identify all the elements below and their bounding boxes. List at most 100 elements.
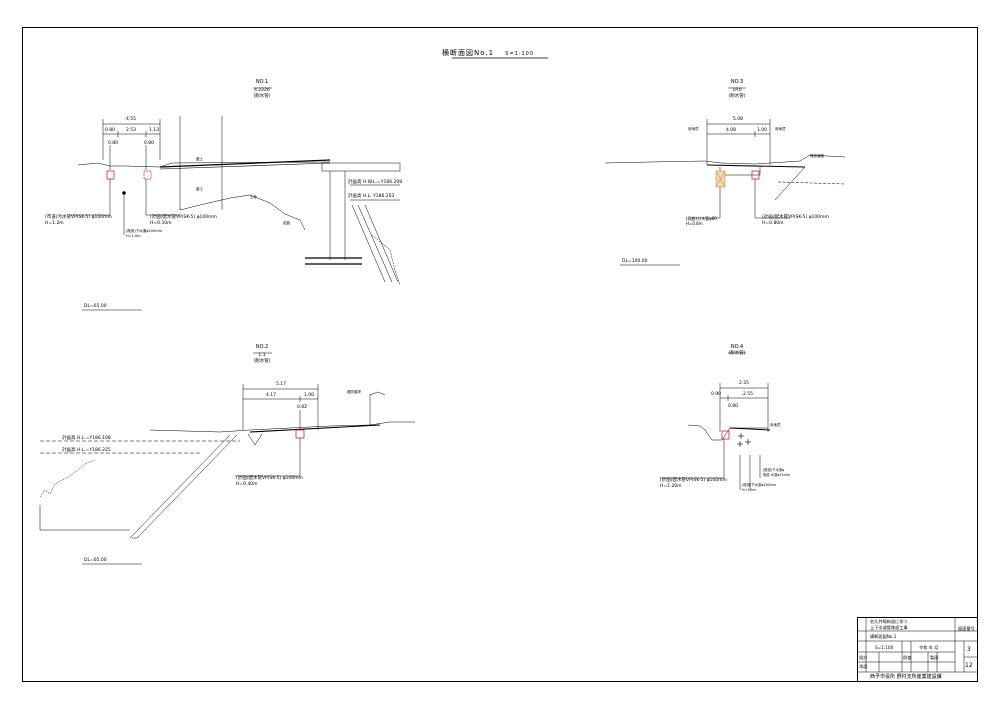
drawing-frame [22, 27, 978, 682]
no4-dim-right-label: 2.55 [742, 392, 754, 397]
no1-existing-pipe-label: (市道)汚水管VP(SK-5) φ100mm [45, 215, 112, 220]
section-no1 [70, 87, 401, 311]
no3-station: 1P.0 [732, 88, 742, 93]
no4-leader-pipe [660, 439, 725, 479]
no2-pipe-label: (計画)配水管VP(SK-5) φ100mm [236, 476, 303, 481]
no1-brace-1 [351, 204, 386, 283]
no1-dim-total-label: 4.55 [125, 117, 137, 122]
drawing-scale: S=1:100 [505, 51, 535, 57]
no2-riverbank [39, 459, 96, 498]
no2-dim-left-label: 4.17 [265, 393, 277, 398]
no3-right-far: 既設道路 [810, 154, 824, 158]
no2-pipe-type: (耐水管) [253, 359, 271, 364]
no4-note1b: 既設 水道φ25mm [763, 473, 791, 477]
no2-station: 1.1 [258, 353, 266, 358]
section-no2 [39, 352, 415, 565]
no3-ground-line [604, 154, 846, 165]
no4-right-label: 用地境 [770, 423, 781, 427]
tb-date: 令和 年 月 [919, 645, 939, 650]
tb-scale: S=1:100 [875, 645, 894, 650]
no3-dim-left-label: 4.08 [725, 128, 737, 133]
no4-pipe-type: (耐水管) [728, 351, 746, 356]
no4-pipe-label: (計画)配水管VP(SK-5) φ100mm [660, 478, 727, 483]
tb-project-line1: 名久井線新設に伴う [870, 619, 908, 624]
tb-approver: 承認 [859, 664, 868, 669]
no1-side-b: 盛土 [196, 187, 203, 191]
no1-station: 4.2226 [254, 88, 270, 93]
no2-ground-line [149, 421, 415, 433]
no1-new-pipe [143, 170, 152, 180]
no3-right-side: 用地境 [775, 127, 786, 131]
no3-road-surface [706, 164, 806, 168]
no3-heading: NO.3 [730, 79, 744, 85]
no1-rock: 岩盤 [283, 221, 290, 225]
tb-office: 西予市役所 野村支所産業建設課 [870, 674, 942, 680]
no1-slope [179, 194, 306, 231]
no4-new-pipe [721, 430, 730, 440]
no1-soil: 土砂 [250, 195, 257, 199]
no3-new-pipe [751, 170, 760, 180]
no4-dim-left-label: 0.90 [710, 392, 722, 397]
no1-dl: DL=65.00 [84, 304, 107, 309]
no4-road-surface [729, 427, 771, 431]
no2-stake [247, 433, 263, 446]
no2-slope-wall [129, 434, 231, 539]
no3-dl: DL=100.00 [622, 259, 648, 264]
no3-dim-total-label: 5.08 [732, 117, 744, 122]
no1-heading: NO.1 [255, 79, 269, 85]
no1-plan-wl: 計画高 H.W.L.=Y186.208 [348, 180, 403, 185]
no2-dim-right-label: 1.00 [303, 393, 315, 398]
no3-left-side: 用地境 [688, 127, 699, 131]
no4-note2: (既設)下水道φ150mm [742, 483, 776, 487]
title-block-grid [857, 617, 978, 673]
no3-pipe-h: H=0.80m [762, 221, 784, 226]
no1-leader-existing [70, 179, 111, 216]
no3-pipe-type: (耐水管) [728, 94, 746, 99]
tb-sheet-no: 3 [967, 646, 971, 653]
no1-ground-line [77, 161, 331, 168]
tb-project-line2: 上下水道管移設工事 [870, 625, 908, 630]
no4-markers [737, 433, 751, 447]
no3-dim-right-label: 1.00 [756, 128, 768, 133]
tb-drafter: 製図 [930, 655, 939, 660]
no1-new-h: H=0.10m [150, 221, 172, 226]
tb-checker: 照査 [903, 655, 912, 660]
drawing-title: 横断面図No.1 S=1:100 [442, 50, 534, 57]
section-no4 [660, 352, 771, 490]
no3-pipe-label: (計画)配水管VP(SK-5) φ100mm [762, 215, 829, 220]
no4-note2b: H=1.0m [742, 488, 756, 492]
no1-dim-left-label: 0.80 [104, 128, 116, 133]
section-no3 [604, 87, 846, 266]
no1-side-a: 盛土 [196, 157, 203, 161]
no2-heading: NO.2 [255, 344, 269, 350]
no2-wl2: 計画高 H.L.=Y186.225 [62, 448, 111, 453]
no4-dim-total-label: 2.35 [738, 381, 750, 386]
no1-new-pipe-label: (計画)配水管VP(SK-5) φ100mm [150, 215, 217, 220]
no3-leader-new [754, 179, 790, 219]
no1-leader-new [145, 179, 180, 216]
tb-drawing-name: 横断面図No.1 [870, 634, 897, 639]
no1-note-small: (既設)下水道φ100mm [126, 229, 163, 233]
no4-ground-line [687, 424, 768, 441]
no1-bridge-deck [321, 162, 401, 172]
no1-road-surface [159, 159, 331, 168]
no2-road-surface [249, 424, 381, 433]
no4-pipe-h: H=1.20m [660, 484, 682, 489]
no1-plan-wl2: 計画高 H.L. Y186.203 [348, 194, 395, 199]
no2-wl1: 計画高 H.L.=Y186.108 [62, 436, 111, 441]
no4-heading: NO.4 [730, 344, 744, 350]
no1-pipe-type: (耐水管) [253, 94, 271, 99]
no4-note1: (既設)下水道φ [763, 468, 785, 472]
tb-reference: 図面番号 [958, 626, 975, 631]
no1-depth-a: 0.80 [107, 141, 119, 146]
drawing-title-text: 横断面図No.1 [441, 49, 495, 57]
no4-depth: 0.80 [727, 404, 739, 409]
no2-dim-total-label: 5.17 [275, 382, 287, 387]
no2-right-label: 堤防護岸 [347, 390, 361, 394]
no2-pipe-h: H=0.40m [236, 482, 258, 487]
no2-dl: DL=65.00 [84, 558, 107, 563]
no2-leader-pipe [235, 438, 301, 477]
no1-existing-h: H=1.2m [45, 221, 64, 226]
no3-gas-h: H=0.8m [686, 221, 703, 226]
